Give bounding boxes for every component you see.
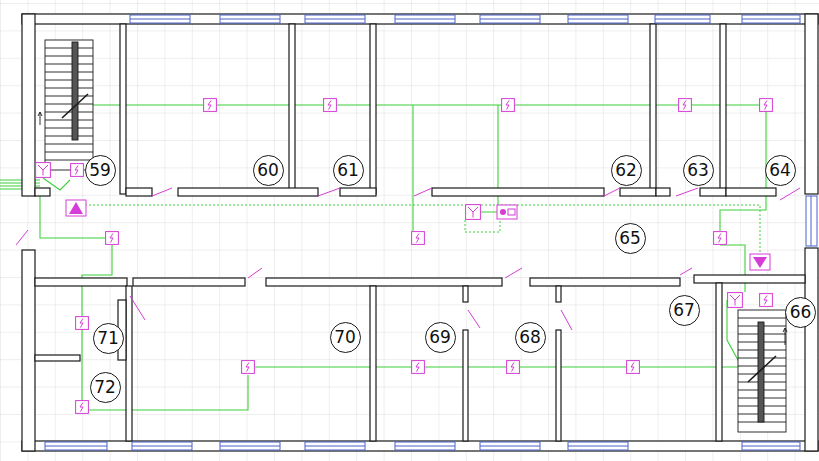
room-number-text: 69 [429, 329, 451, 346]
room-number-text: 70 [334, 329, 356, 346]
room-number-text: 65 [619, 230, 641, 247]
room-number: 66 [785, 297, 816, 328]
room-number-text: 72 [94, 379, 116, 396]
room-number: 62 [611, 155, 642, 186]
room-number: 69 [425, 322, 456, 353]
room-number: 60 [253, 155, 284, 186]
room-number: 64 [765, 155, 796, 186]
walls [22, 14, 818, 451]
room-number: 65 [615, 223, 646, 254]
room-number: 61 [333, 155, 364, 186]
room-number: 68 [515, 322, 546, 353]
room-number: 67 [669, 295, 700, 326]
room-number-text: 62 [615, 162, 637, 179]
socket-symbols [36, 99, 773, 414]
room-number-text: 64 [769, 162, 791, 179]
alarm-symbols [66, 200, 770, 270]
room-number-text: 71 [97, 330, 119, 347]
room-number-text: 59 [89, 162, 111, 179]
room-number-text: 63 [687, 162, 709, 179]
room-number: 72 [90, 372, 121, 403]
room-number-text: 68 [519, 329, 541, 346]
room-number: 63 [683, 155, 714, 186]
room-number: 59 [85, 155, 116, 186]
room-number-text: 60 [257, 162, 279, 179]
room-number: 71 [93, 323, 124, 354]
room-number: 70 [330, 322, 361, 353]
windows [45, 15, 817, 450]
room-number-text: 61 [337, 162, 359, 179]
staircase [38, 40, 787, 432]
room-number-text: 67 [673, 302, 695, 319]
room-number-text: 66 [790, 304, 812, 321]
